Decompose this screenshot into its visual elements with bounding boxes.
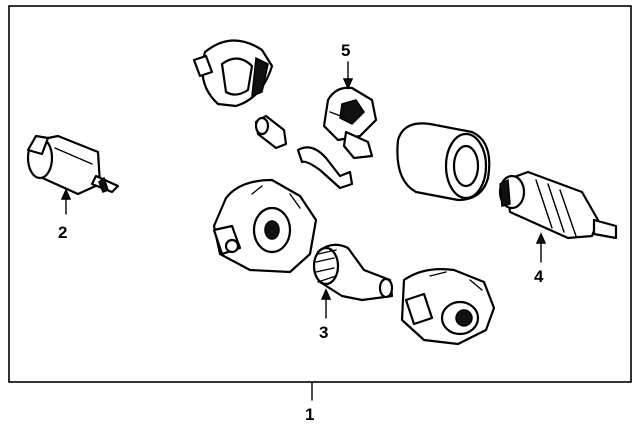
callout-label-5: 5 (341, 41, 350, 60)
yoke-part[interactable] (396, 122, 491, 202)
callout-label-2: 2 (58, 223, 67, 242)
callout-1: 1 (305, 382, 314, 424)
front-cover-part[interactable] (192, 39, 274, 108)
leader-arrow-5 (342, 78, 354, 90)
callout-2: 2 (58, 188, 72, 242)
leader-arrow-2 (60, 188, 72, 200)
solenoid-part[interactable] (26, 134, 120, 196)
brush-holder-part[interactable] (322, 86, 378, 160)
callout-5: 5 (341, 41, 354, 90)
assembly-frame (8, 5, 632, 383)
callout-3: 3 (319, 288, 332, 342)
leader-arrow-3 (320, 288, 332, 300)
leader-arrow-4 (535, 232, 547, 244)
pinion-clutch-part[interactable] (312, 243, 394, 302)
brush-part[interactable] (254, 114, 288, 150)
end-frame-part[interactable] (212, 178, 318, 274)
armature-part[interactable] (498, 170, 618, 240)
gear-housing-part[interactable] (400, 268, 496, 346)
callout-4: 4 (534, 232, 547, 286)
callout-label-3: 3 (319, 323, 328, 342)
brush-lead-part[interactable] (296, 146, 354, 190)
callout-label-4: 4 (534, 267, 544, 286)
callout-label-1: 1 (305, 405, 314, 424)
